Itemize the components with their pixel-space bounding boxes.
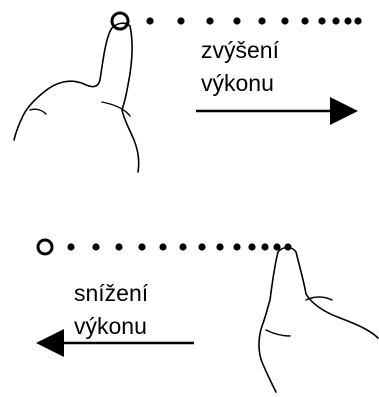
decrease-label-line1: snížení: [74, 280, 149, 306]
increase-start-circle: [110, 11, 130, 31]
decrease-hand-icon: [258, 246, 379, 393]
increase-arrow-right-icon: [196, 97, 358, 125]
increase-hand-icon: [13, 22, 140, 173]
increase-label-line1: zvýšení: [201, 37, 280, 63]
decrease-label-line2: výkonu: [74, 313, 147, 339]
increase-label-line2: výkonu: [201, 70, 274, 96]
decrease-hand-detail: [265, 296, 333, 337]
decrease-start-circle: [36, 238, 54, 256]
increase-hand-detail: [29, 101, 131, 117]
decrease-panel: snížení výkonu: [36, 238, 379, 393]
decrease-arrow-left-icon: [36, 329, 194, 357]
increase-dotted-path: [146, 17, 362, 25]
decrease-dotted-path: [67, 243, 292, 251]
increase-panel: zvýšení výkonu: [13, 11, 362, 173]
